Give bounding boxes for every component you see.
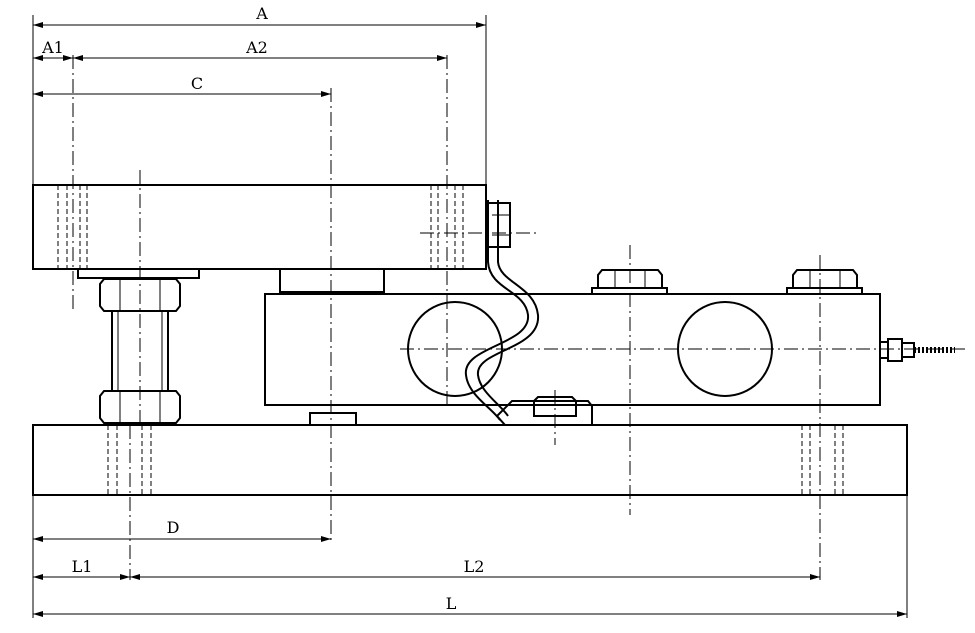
- extension-lines: [32, 15, 908, 618]
- label-L2: L2: [464, 557, 485, 576]
- label-L1: L1: [72, 557, 93, 576]
- label-A2: A2: [245, 38, 268, 57]
- threaded-stud: [99, 278, 181, 424]
- label-A: A: [255, 4, 268, 23]
- cable-connector: [879, 338, 955, 362]
- label-L: L: [446, 594, 457, 613]
- label-A1: A1: [41, 38, 64, 57]
- centerlines: [72, 55, 965, 580]
- s-link-strap: [464, 200, 593, 426]
- lower-nut: [99, 390, 181, 424]
- base-plate: [32, 424, 908, 496]
- top-plate: [32, 184, 487, 270]
- label-D: D: [167, 518, 180, 537]
- label-C: C: [191, 74, 203, 93]
- dimension-lines: [33, 22, 907, 617]
- upper-nut: [99, 278, 181, 312]
- top-washer: [77, 268, 200, 279]
- dimension-labels: A A1 A2 C D L1 L2 L: [41, 4, 484, 613]
- top-bolts: [591, 269, 863, 295]
